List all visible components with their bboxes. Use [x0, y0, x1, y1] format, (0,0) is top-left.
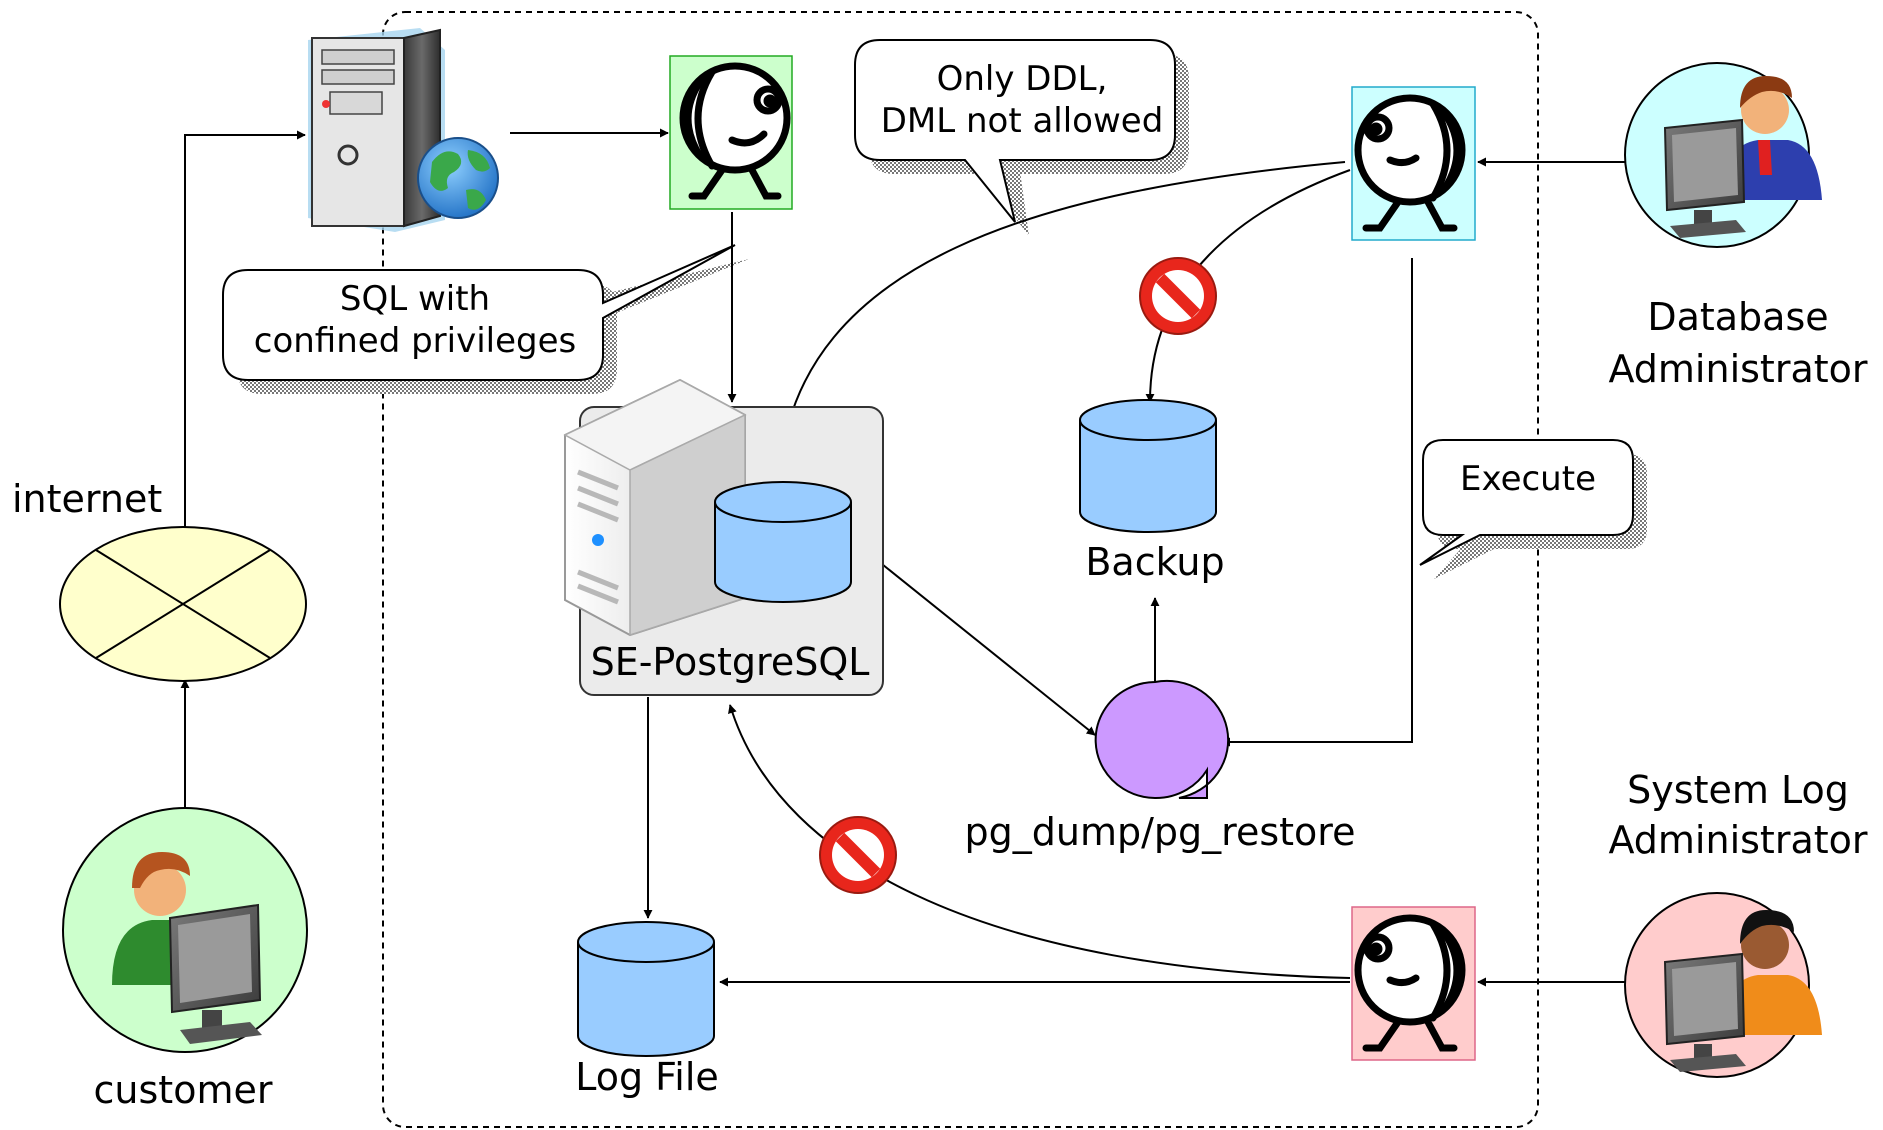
syslog-admin-label-line2: Administrator [1608, 818, 1867, 862]
customer-node: customer [62, 807, 308, 1112]
ddl-callout-line1: Only DDL, [937, 59, 1108, 99]
backup-label: Backup [1085, 540, 1224, 584]
process-agent-icon [679, 62, 791, 200]
deny-icon [1139, 257, 1217, 335]
agent-to-sepgsql-curve [728, 704, 1351, 979]
system-log-administrator-node: System Log Administrator [1608, 768, 1868, 1078]
pg-dump-node: pg_dump/pg_restore [965, 679, 1356, 854]
db-admin-label-line2: Administrator [1608, 347, 1867, 391]
internet-node: internet [12, 477, 307, 682]
person-computer-icon [112, 852, 262, 1044]
database-administrator-node: Database Administrator [1608, 62, 1868, 391]
backup-node: Backup [1079, 399, 1225, 584]
agent-to-pgdump-arrow [1221, 258, 1413, 747]
web-server-icon [308, 28, 499, 232]
syslog-admin-label-line1: System Log [1627, 768, 1849, 812]
process-agent-icon [1354, 914, 1466, 1052]
system-boundary [382, 11, 1539, 1128]
database-cylinder [714, 481, 852, 603]
ddl-only-callout: Only DDL, DML not allowed [854, 39, 1176, 223]
customer-label: customer [94, 1068, 273, 1112]
db-admin-agent [1351, 86, 1476, 241]
sql-callout-line1: SQL with [340, 279, 490, 319]
log-file-node: Log File [575, 921, 719, 1099]
internet-label: internet [12, 477, 162, 521]
person-computer-icon [1663, 76, 1822, 238]
sql-callout-line2: confined privileges [254, 321, 576, 361]
agent-to-database-curve [776, 161, 1346, 471]
pg-dump-shape [1094, 679, 1230, 799]
database-pgdump-arrow [851, 539, 1096, 736]
se-postgresql-node: SE-PostgreSQL [563, 378, 884, 696]
globe-icon [417, 137, 499, 219]
sql-privileges-callout: SQL with confined privileges [222, 244, 736, 381]
process-agent-icon [1354, 94, 1466, 232]
db-admin-label-line1: Database [1647, 295, 1828, 339]
database-server-icon [563, 378, 747, 637]
execute-callout: Execute [1419, 439, 1634, 566]
pg-dump-label: pg_dump/pg_restore [965, 810, 1356, 854]
execute-callout-text: Execute [1460, 459, 1596, 499]
connectors [180, 128, 1625, 987]
log-file-label: Log File [575, 1055, 719, 1099]
deny-icon [819, 816, 897, 894]
ddl-callout-line2: DML not allowed [881, 101, 1164, 141]
person-computer-icon [1663, 910, 1822, 1072]
se-postgresql-label: SE-PostgreSQL [591, 640, 870, 684]
internet-to-webserver-arrow [184, 130, 306, 528]
log-admin-agent [1351, 906, 1476, 1061]
web-agent [669, 55, 793, 210]
agent-to-backup-curve [1145, 169, 1351, 403]
backup-cylinder [1079, 399, 1217, 533]
log-file-cylinder [577, 921, 715, 1057]
